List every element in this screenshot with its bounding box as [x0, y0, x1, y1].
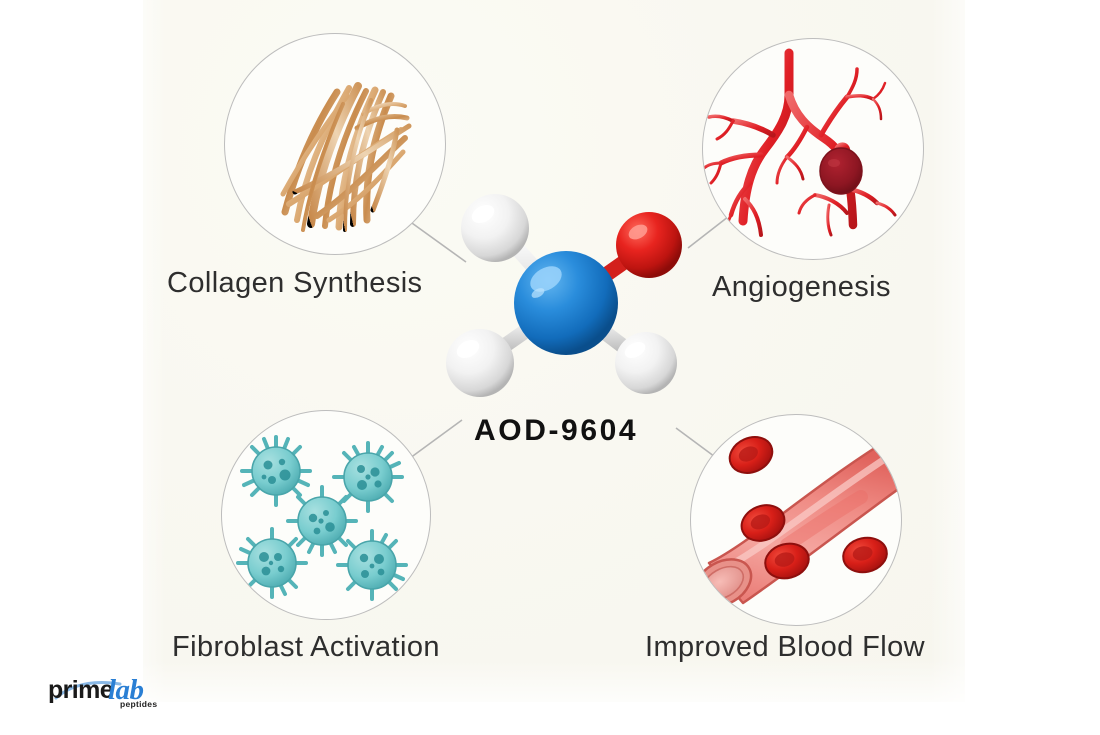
atom-hydrogen-lower-left [446, 329, 514, 397]
node-collagen-synthesis[interactable] [224, 33, 446, 255]
ball-and-stick-molecule [446, 194, 682, 397]
panel-bottom-fade [120, 660, 1000, 735]
logo-word-lab: lab [108, 674, 144, 706]
atom-core-center [514, 251, 618, 355]
node-fibroblast-activation[interactable] [221, 410, 431, 620]
node-angiogenesis[interactable] [702, 38, 924, 260]
logo-word-prime: prime [48, 676, 114, 704]
atom-oxygen-upper-right [616, 212, 682, 278]
label-angiogenesis: Angiogenesis [712, 271, 891, 303]
blood-vessel-tube-icon [693, 431, 901, 608]
logo-word-peptides: peptides [120, 699, 158, 709]
label-collagen-synthesis: Collagen Synthesis [167, 267, 423, 299]
panel-right-fade [930, 0, 990, 702]
label-fibroblast-activation: Fibroblast Activation [172, 631, 440, 663]
primelab-peptides-logo[interactable]: prime lab peptides [48, 674, 168, 716]
collagen-fibers-icon [280, 82, 412, 232]
logo-swoosh-icon [54, 681, 122, 700]
fibroblast-cells-icon [236, 435, 408, 601]
center-label-aod: AOD-9604 [474, 414, 639, 447]
label-improved-blood-flow: Improved Blood Flow [645, 631, 925, 663]
molecule-graphic [432, 185, 700, 413]
node-improved-blood-flow[interactable] [690, 414, 902, 626]
panel-left-fade [120, 0, 166, 702]
atom-hydrogen-upper-left [461, 194, 529, 262]
blood-vessel-branching-icon [703, 48, 897, 241]
atom-hydrogen-lower-right [615, 332, 677, 394]
